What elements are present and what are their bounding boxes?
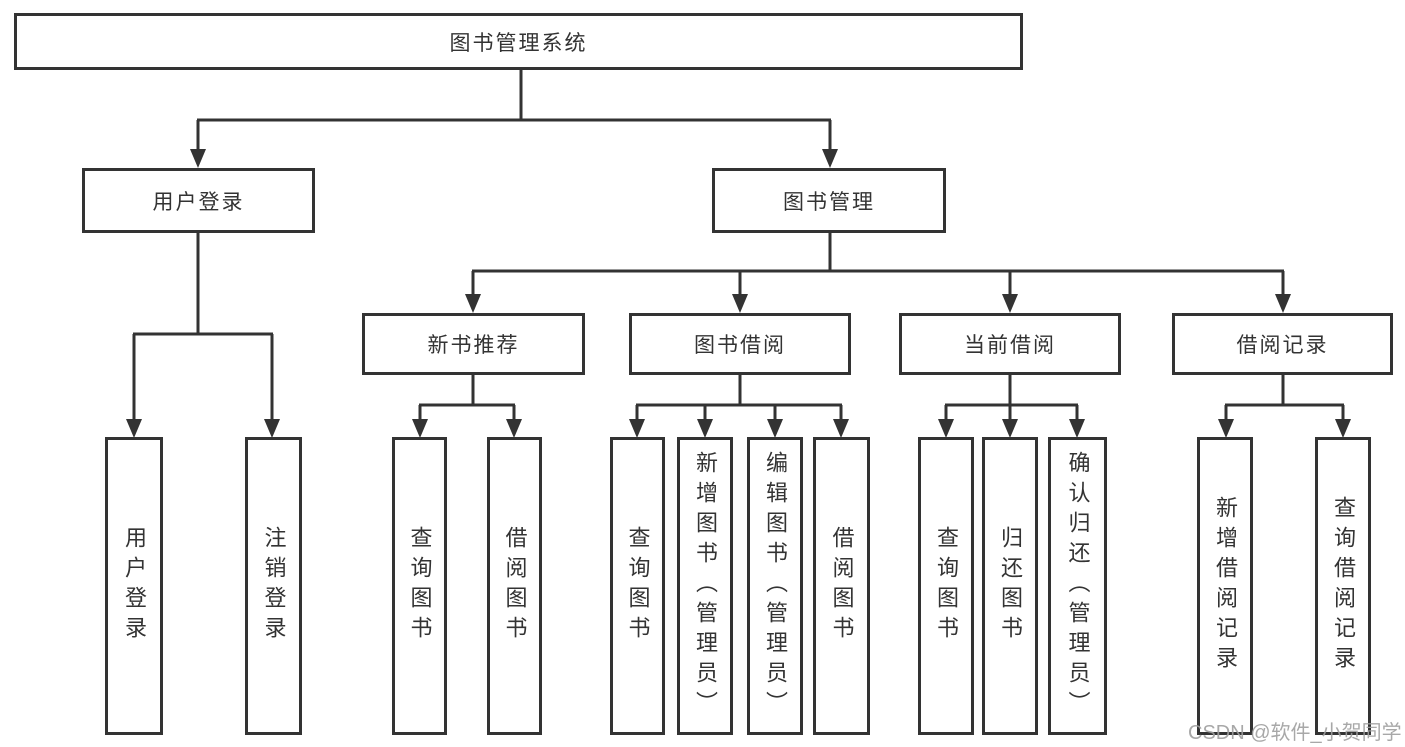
node-label: 图书借阅 (694, 334, 786, 357)
leaf-edit-books-admin: 编辑图书（管理员） (747, 437, 803, 735)
node-label: 新书推荐 (427, 334, 520, 357)
node-label: 确认归还（管理员） (1065, 451, 1091, 721)
node-label: 借阅图书 (502, 526, 528, 646)
node-user-login: 用户登录 (82, 168, 315, 233)
leaf-add-borrow-record: 新增借阅记录 (1197, 437, 1253, 735)
node-label: 借阅图书 (829, 526, 855, 646)
leaf-borrow-books: 借阅图书 (813, 437, 870, 735)
node-label: 编辑图书（管理员） (763, 451, 788, 721)
arrowhead-icons (126, 149, 1351, 438)
node-book-management: 图书管理 (712, 168, 946, 233)
node-new-book-recommend: 新书推荐 (362, 313, 585, 375)
leaf-return-books: 归还图书 (982, 437, 1038, 735)
node-label: 注销登录 (261, 526, 287, 646)
node-label: 借阅记录 (1236, 334, 1329, 357)
node-label: 查询图书 (407, 526, 433, 646)
node-label: 用户登录 (122, 526, 147, 646)
leaf-query-borrow-record: 查询借阅记录 (1315, 437, 1371, 735)
node-label: 查询图书 (625, 526, 651, 646)
node-current-borrow: 当前借阅 (899, 313, 1121, 375)
node-label: 当前借阅 (964, 334, 1056, 357)
leaf-borrow-books-recommend: 借阅图书 (487, 437, 542, 735)
leaf-query-books-recommend: 查询图书 (392, 437, 447, 735)
csdn-watermark: CSDN @软件_小贺同学 (1188, 722, 1402, 744)
node-label: 用户登录 (152, 190, 245, 214)
node-label: 图书管理 (783, 190, 875, 214)
node-borrow-records: 借阅记录 (1172, 313, 1393, 375)
leaf-user-login: 用户登录 (105, 437, 163, 735)
node-label: 新增借阅记录 (1213, 496, 1238, 676)
node-label: 新增图书（管理员） (693, 451, 718, 721)
node-label: 归还图书 (998, 526, 1023, 646)
leaf-add-books-admin: 新增图书（管理员） (677, 437, 733, 735)
node-book-borrow: 图书借阅 (629, 313, 851, 375)
leaf-logout: 注销登录 (245, 437, 302, 735)
leaf-query-books-current: 查询图书 (918, 437, 974, 735)
leaf-query-books-borrow: 查询图书 (610, 437, 665, 735)
node-label: 查询借阅记录 (1331, 496, 1356, 676)
node-library-management-system: 图书管理系统 (14, 13, 1023, 70)
node-label: 查询图书 (934, 526, 959, 646)
node-label: 图书管理系统 (449, 31, 588, 55)
leaf-confirm-return-admin: 确认归还（管理员） (1048, 437, 1107, 735)
